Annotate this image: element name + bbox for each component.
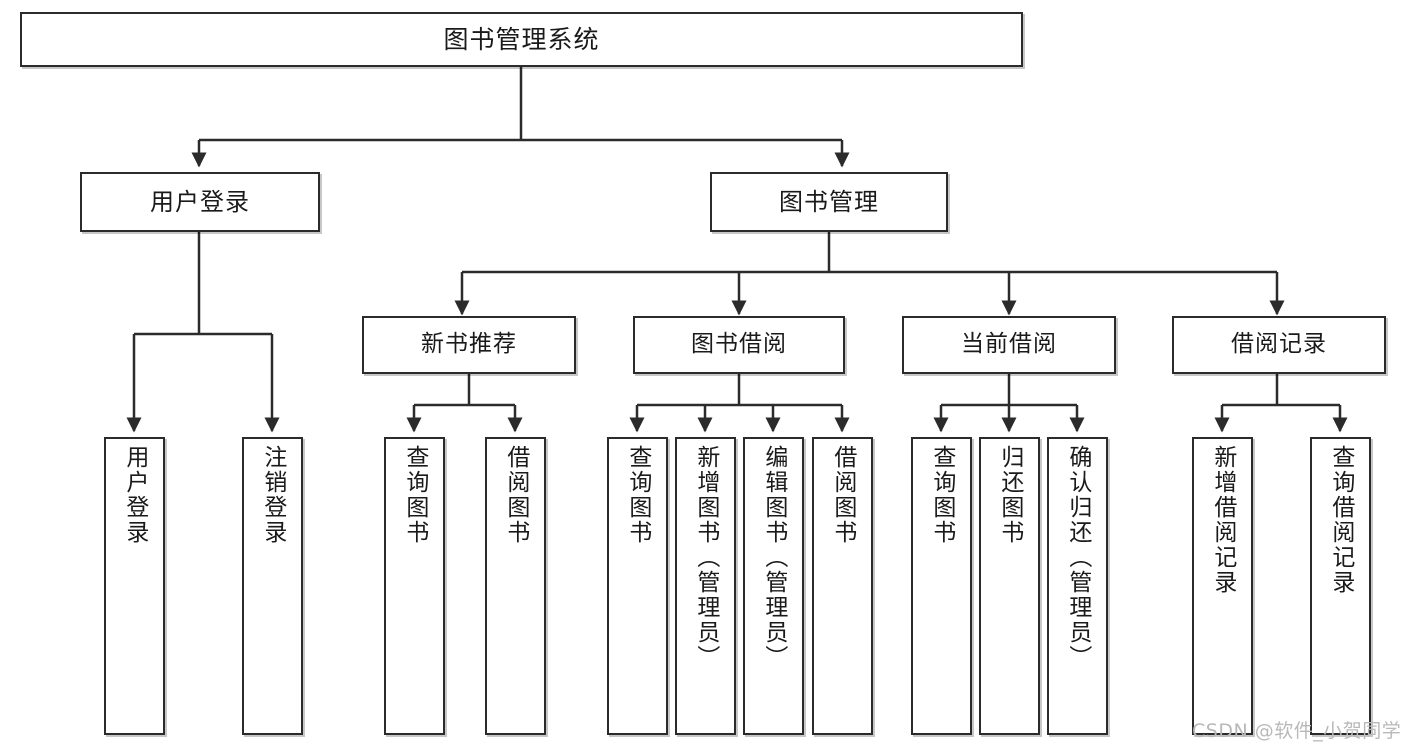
node-label: 新增借阅记录 (1209, 445, 1236, 595)
leaf-new-book-borrow-book[interactable]: 借阅图书 (485, 437, 546, 735)
node-label: 用户登录 (121, 445, 148, 545)
csdn-watermark: CSDN @软件_小贺同学 (1192, 720, 1402, 742)
leaf-user-login-logout[interactable]: 注销登录 (242, 437, 303, 735)
node-borrow-records[interactable]: 借阅记录 (1172, 316, 1386, 374)
node-current-borrow[interactable]: 当前借阅 (902, 316, 1116, 374)
node-label: 图书借阅 (691, 331, 787, 358)
node-book-management[interactable]: 图书管理 (710, 172, 948, 232)
node-label: 注销登录 (259, 445, 286, 545)
node-label: 新增图书（管理员） (692, 445, 719, 670)
leaf-book-borrow-add-book[interactable]: 新增图书（管理员） (675, 437, 736, 735)
node-label: 确认归还（管理员） (1064, 445, 1091, 670)
leaf-borrow-records-query-record[interactable]: 查询借阅记录 (1310, 437, 1371, 735)
node-label: 查询图书 (624, 445, 651, 545)
node-book-borrow[interactable]: 图书借阅 (633, 316, 845, 374)
node-label: 当前借阅 (961, 331, 1057, 358)
node-new-book-recommend[interactable]: 新书推荐 (362, 316, 576, 374)
leaf-user-login-login[interactable]: 用户登录 (104, 437, 165, 735)
leaf-new-book-query-book[interactable]: 查询图书 (384, 437, 445, 735)
node-label: 归还图书 (996, 445, 1023, 545)
node-root-system[interactable]: 图书管理系统 (20, 12, 1023, 67)
node-label: 查询借阅记录 (1327, 445, 1354, 595)
node-label: 借阅记录 (1231, 331, 1327, 358)
node-label: 用户登录 (150, 187, 250, 216)
node-label: 编辑图书（管理员） (760, 445, 787, 670)
leaf-borrow-records-add-record[interactable]: 新增借阅记录 (1192, 437, 1253, 735)
node-label: 借阅图书 (502, 445, 529, 545)
leaf-current-borrow-confirm-return[interactable]: 确认归还（管理员） (1047, 437, 1108, 735)
node-user-login[interactable]: 用户登录 (80, 172, 320, 232)
leaf-book-borrow-query-book[interactable]: 查询图书 (607, 437, 668, 735)
node-label: 图书管理 (779, 187, 879, 216)
node-label: 查询图书 (401, 445, 428, 545)
node-label: 查询图书 (928, 445, 955, 545)
leaf-current-borrow-return-book[interactable]: 归还图书 (979, 437, 1040, 735)
leaf-book-borrow-borrow-book[interactable]: 借阅图书 (812, 437, 873, 735)
leaf-book-borrow-edit-book[interactable]: 编辑图书（管理员） (743, 437, 804, 735)
leaf-current-borrow-query-book[interactable]: 查询图书 (911, 437, 972, 735)
node-label: 图书管理系统 (443, 24, 600, 54)
node-label: 借阅图书 (829, 445, 856, 545)
node-label: 新书推荐 (421, 331, 517, 358)
